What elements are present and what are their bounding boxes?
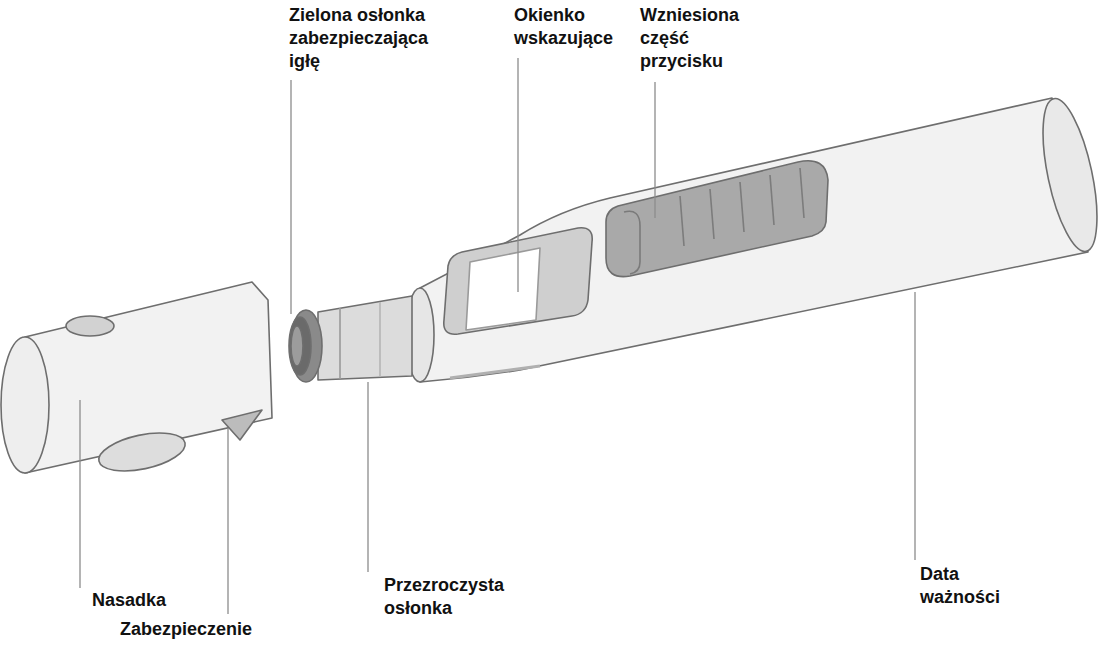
cap-face xyxy=(1,337,49,473)
button-ridge xyxy=(680,196,684,246)
pen-end xyxy=(1032,94,1098,256)
button-ridge xyxy=(740,182,744,232)
part-label: Okienko wskazujące xyxy=(514,4,632,50)
part-label: Nasadka xyxy=(92,589,212,612)
pen-body xyxy=(420,98,1088,382)
button-ridge xyxy=(710,189,714,239)
button-ridge xyxy=(800,168,804,218)
part-label: Data ważności xyxy=(920,563,1020,609)
needle-shield xyxy=(290,310,322,382)
cap-hole xyxy=(95,426,188,478)
leader-lines xyxy=(80,58,915,614)
part-label: Przezroczysta osłonka xyxy=(384,574,524,620)
part-label: Zielona osłonka zabezpieczająca igłę xyxy=(289,4,447,73)
cap-bump xyxy=(66,316,114,336)
clear-sleeve xyxy=(318,296,412,380)
part-label: Wzniesiona część przycisku xyxy=(640,4,750,73)
part-label: Zabezpieczenie xyxy=(120,618,290,641)
button-ridge xyxy=(770,175,774,225)
button xyxy=(606,161,828,277)
